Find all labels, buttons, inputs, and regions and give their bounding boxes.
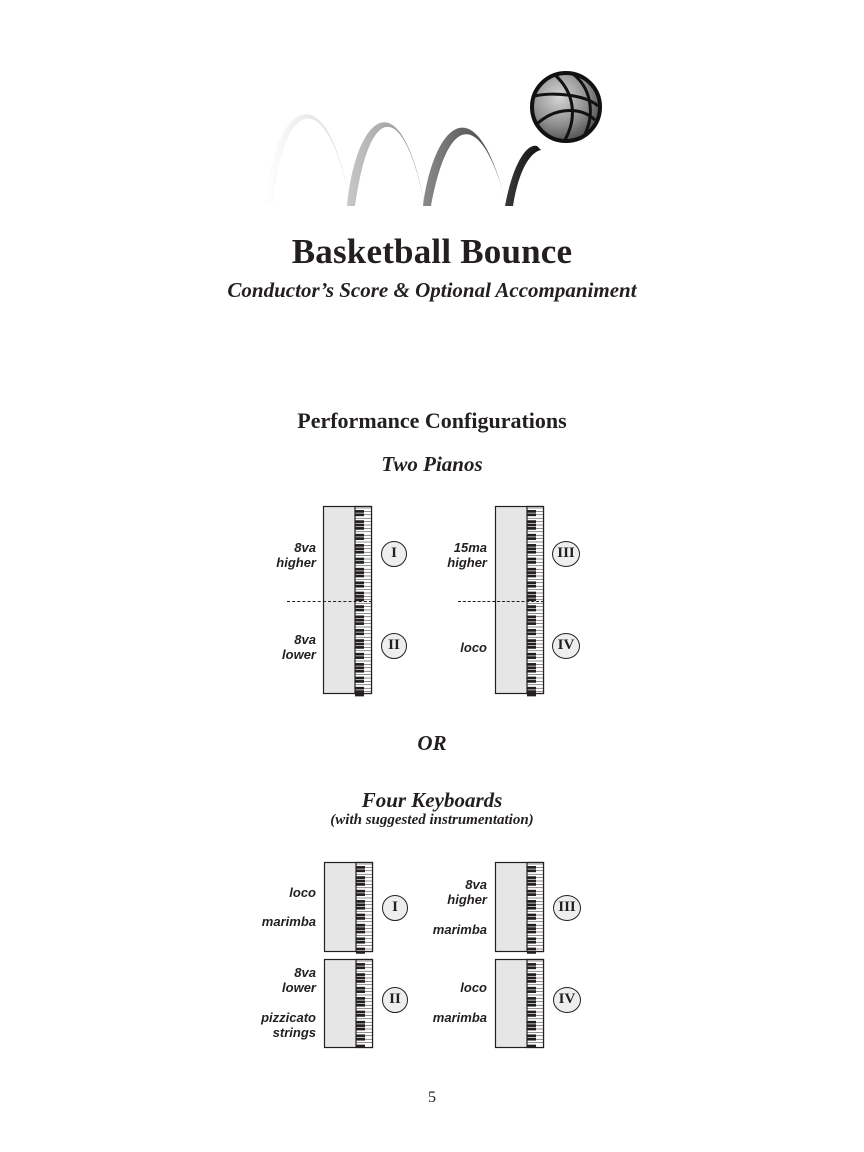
section-heading: Performance Configurations (297, 408, 567, 433)
keyboard-1-range-label: loco (289, 885, 316, 900)
split-line-left (287, 601, 372, 602)
or-separator: OR (417, 731, 447, 755)
keyboard-badge-IV: IV (553, 987, 581, 1013)
piano-right-lower-label: loco (460, 640, 487, 655)
keyboard-3-icon (494, 861, 545, 954)
keyboard-1-instrument-label: marimba (261, 914, 316, 929)
keyboard-4-range-label: loco (460, 980, 487, 995)
keyboard-2-instrument-label: pizzicato strings (261, 1010, 316, 1040)
split-line-right (458, 601, 544, 602)
four-keyboards-heading: Four Keyboards (361, 788, 503, 812)
part-badge-IV: IV (552, 633, 580, 659)
bounce-trail-arc-1 (265, 114, 350, 203)
piano-left-icon (322, 505, 373, 697)
page-number: 5 (428, 1089, 436, 1106)
keyboard-1-icon (323, 861, 374, 954)
keyboard-badge-I: I (382, 895, 408, 921)
piano-right-icon (494, 505, 545, 697)
keyboard-3-range-label: 8va higher (447, 877, 487, 907)
bounce-trail-arc-3 (423, 127, 507, 206)
keyboard-4-instrument-label: marimba (432, 1010, 487, 1025)
piano-left-upper-label: 8va higher (276, 540, 316, 570)
piano-left-lower-label: 8va lower (282, 632, 316, 662)
part-badge-I: I (381, 541, 407, 567)
bounce-trail-arc-2 (347, 122, 425, 206)
keyboard-3-instrument-label: marimba (432, 922, 487, 937)
four-keyboards-subheading: (with suggested instrumentation) (330, 812, 534, 828)
page-title: Basketball Bounce (291, 232, 573, 271)
keyboard-badge-II: II (382, 987, 408, 1013)
page-subtitle: Conductor’s Score & Optional Accompanime… (227, 278, 637, 302)
bounce-trail-arc-4 (505, 145, 541, 206)
basketball-bounce-logo (265, 71, 602, 206)
keyboard-4-icon (494, 958, 545, 1049)
keyboard-2-range-label: 8va lower (282, 965, 316, 995)
piano-right-upper-label: 15ma higher (447, 540, 487, 570)
basketball-icon (530, 71, 602, 143)
keyboard-2-icon (323, 958, 374, 1049)
keyboard-badge-III: III (553, 895, 581, 921)
part-badge-III: III (552, 541, 580, 567)
two-pianos-heading: Two Pianos (381, 452, 483, 476)
part-badge-II: II (381, 633, 407, 659)
